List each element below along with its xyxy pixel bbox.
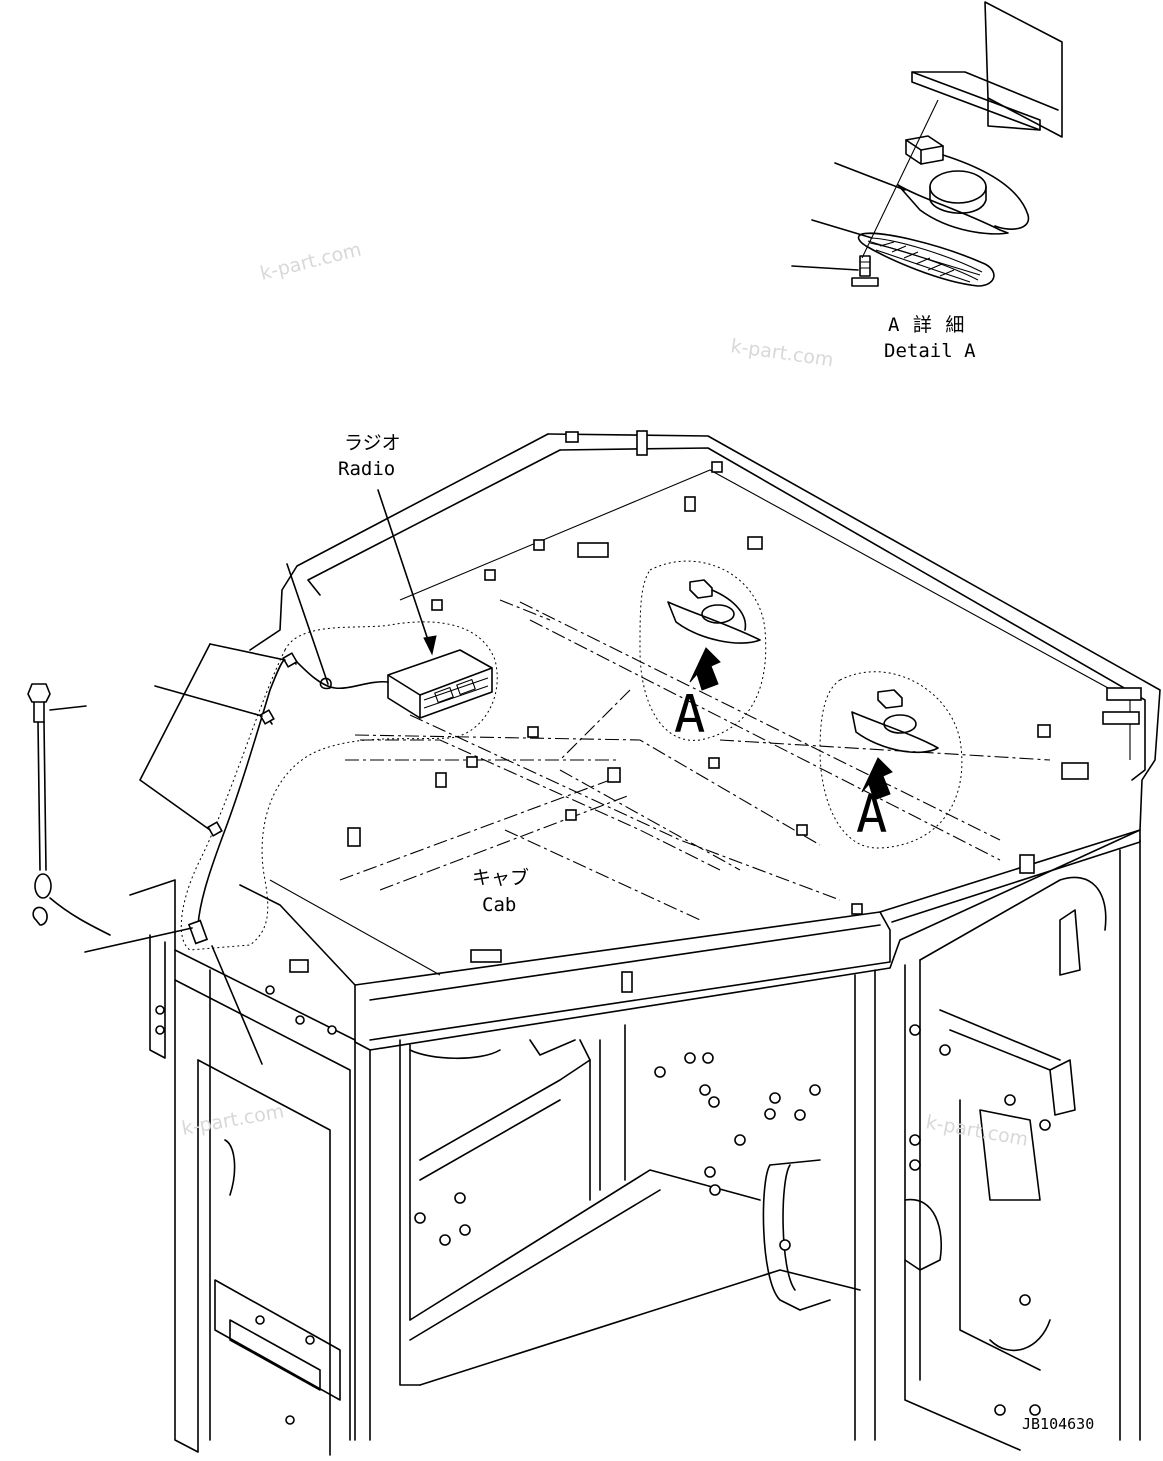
radio-area xyxy=(180,621,498,951)
speaker-grille-icon xyxy=(857,232,995,287)
cab-jp-label: キャブ xyxy=(472,866,529,889)
watermark: k-part.com xyxy=(729,335,835,371)
speaker-area-right xyxy=(819,671,963,849)
cab-roof xyxy=(239,430,1161,1051)
connector-icon xyxy=(905,135,944,165)
speaker-area-left xyxy=(639,560,767,741)
detail-a-illustration xyxy=(791,1,1063,287)
clip-bracket xyxy=(139,643,211,831)
roof-bosses xyxy=(289,430,1142,993)
speaker-icon xyxy=(667,579,761,644)
speaker-icon xyxy=(897,170,1009,235)
radio-unit-icon xyxy=(387,649,493,719)
watermark: k-part.com xyxy=(180,1100,286,1140)
watermark: k-part.com xyxy=(258,238,364,284)
marker-a-right: A xyxy=(856,785,887,845)
drawing-number: JB104630 xyxy=(1022,1415,1094,1433)
radio-jp-label: ラジオ xyxy=(344,432,401,454)
cab-en-label: Cab xyxy=(482,894,516,916)
cab-frame xyxy=(129,839,1141,1456)
radio-en-label: Radio xyxy=(338,458,395,480)
screw-icon xyxy=(851,255,879,287)
antenna-icon xyxy=(27,683,111,936)
speaker-icon xyxy=(851,689,939,754)
marker-a-left: A xyxy=(674,685,705,745)
detail-a-en-label: Detail A xyxy=(884,340,976,362)
radio-leader-line xyxy=(377,489,433,653)
radio-leader-arrow xyxy=(423,635,437,656)
detail-a-jp-label: A 詳 細 xyxy=(888,314,965,336)
